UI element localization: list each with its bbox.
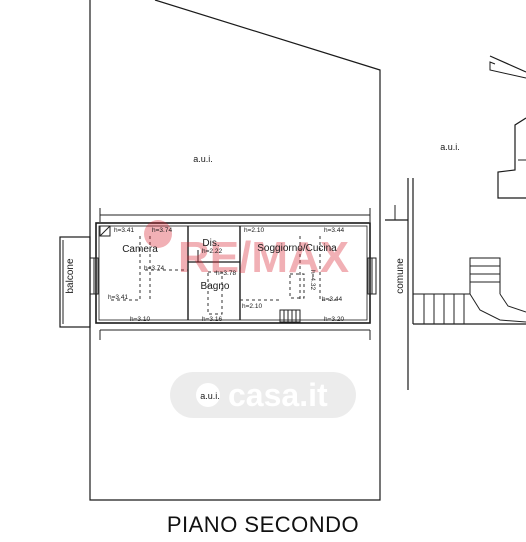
balcony bbox=[59, 236, 91, 328]
common-staircase bbox=[413, 257, 526, 324]
section-line-top bbox=[99, 208, 371, 222]
height-label: h=4.32 bbox=[309, 270, 316, 290]
plan-title: PIANO SECONDO bbox=[166, 512, 360, 537]
height-label: h=3.44 bbox=[324, 227, 344, 234]
room-label-bagno: Bagno bbox=[201, 281, 230, 292]
room-label-balcone: balcone bbox=[65, 258, 76, 293]
remax-logo-text: RE/MAX bbox=[178, 233, 349, 282]
height-label: h=3.41 bbox=[114, 227, 134, 234]
height-label: h=3.44 bbox=[322, 296, 342, 303]
remax-watermark: RE/MAX bbox=[144, 220, 349, 282]
room-label-comune: comune bbox=[395, 258, 406, 294]
internal-stairs bbox=[279, 309, 301, 323]
height-label: h=3.78 bbox=[216, 270, 236, 277]
height-label: h=3.74 bbox=[144, 265, 164, 272]
area-label-right: a.u.i. bbox=[440, 142, 460, 152]
comune-corridor bbox=[385, 178, 526, 390]
casa-logo-text: casa.it bbox=[228, 377, 328, 413]
ceiling-dash-lines bbox=[108, 236, 340, 315]
height-label: h=3.10 bbox=[130, 316, 150, 323]
height-label: h=2.10 bbox=[244, 227, 264, 234]
right-building bbox=[489, 55, 526, 199]
area-label-bottom: a.u.i. bbox=[200, 391, 220, 401]
casa-logo-icon bbox=[196, 383, 220, 407]
area-label-top: a.u.i. bbox=[193, 154, 213, 164]
height-label: h=3.74 bbox=[152, 227, 172, 234]
shaft bbox=[99, 225, 111, 237]
room-label-soggiorno: Soggiorno/Cucina bbox=[257, 243, 337, 254]
window-right bbox=[367, 257, 377, 295]
height-label: h=2.10 bbox=[242, 303, 262, 310]
room-label-camera: Camera bbox=[122, 244, 158, 255]
building-outline bbox=[89, 0, 381, 501]
casa-watermark: casa.it bbox=[170, 372, 356, 418]
section-line-bottom bbox=[99, 329, 371, 340]
height-label: h=3.41 bbox=[108, 294, 128, 301]
room-label-dis: Dis. bbox=[202, 238, 219, 249]
height-label: h=2.22 bbox=[202, 248, 222, 255]
apartment-walls bbox=[95, 222, 371, 324]
remax-balloon-icon bbox=[144, 220, 172, 248]
height-label: h=3.16 bbox=[202, 316, 222, 323]
height-label: h=3.20 bbox=[324, 316, 344, 323]
